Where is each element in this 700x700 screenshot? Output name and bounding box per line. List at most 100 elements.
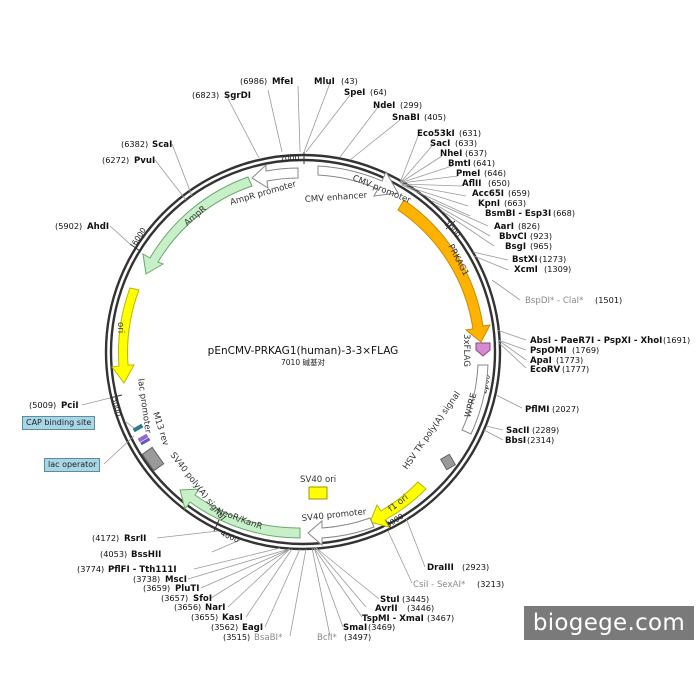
hsv-tk-polya-signal [439, 453, 457, 471]
site-pflmi-name: PflMI [525, 405, 549, 415]
leader-line [491, 279, 521, 301]
leader-line [497, 339, 527, 351]
site-bsgi-name: BsgI [505, 242, 526, 252]
feature-label-3xflag: 3xFLAG [461, 334, 471, 367]
site-bspdi-name: BspDI* - ClaI* [525, 296, 584, 306]
site-absi-name: AbsI - PaeR7I - PspXI - XhoI [530, 336, 662, 346]
plasmid-title: pEnCMV-PRKAG1(human)-3-3×FLAG [208, 345, 399, 357]
site-bcli-name: BclI* [317, 633, 338, 643]
site-scai-pos: (6382) [121, 139, 148, 149]
site-spei-name: SpeI [344, 88, 365, 98]
leader-line [405, 517, 426, 568]
site-kasi-pos: (3655) [191, 612, 218, 622]
site-avrii-name: AvrII [375, 604, 398, 614]
leader-line [497, 339, 527, 361]
site-mlui-name: MluI [314, 77, 335, 87]
leader-line [349, 119, 401, 161]
site-bsmbi-pos: (668) [553, 208, 575, 218]
leader-line [305, 94, 351, 153]
site-stui-name: StuI [380, 595, 400, 605]
site-pvui-pos: (6272) [102, 155, 129, 165]
tick-mark [109, 394, 123, 399]
site-bsabi-pos: (3515) [223, 632, 250, 642]
site-aflii-pos: (650) [488, 178, 510, 188]
leader-line [472, 251, 509, 261]
lac-operator-marker [137, 433, 149, 443]
site-tspmi-pos: (3467) [427, 613, 454, 623]
tick-label-7000: 7000 [280, 154, 299, 163]
leader-line [313, 547, 363, 618]
site-ndei-name: NdeI [373, 101, 395, 111]
site-pflfi-name: PflFI - Tth111I [108, 565, 177, 575]
site-pvui-name: PvuI [134, 156, 155, 166]
leader-line [399, 165, 453, 184]
tick-label-4000: 4000 [219, 529, 240, 545]
site-pspomi-pos: (1769) [572, 345, 599, 355]
site-bcli-pos: (3497) [344, 632, 371, 642]
leader-line [303, 82, 331, 153]
leader-line [210, 548, 291, 599]
cap-binding-site-callout: CAP binding site [22, 416, 96, 430]
site-bmti-pos: (641) [473, 158, 495, 168]
site-nhei-pos: (637) [465, 148, 487, 158]
leader-line [156, 530, 219, 539]
site-bspdi-pos: (1501) [595, 295, 622, 305]
site-bstxi-name: BstXI [512, 255, 538, 265]
tick-mark [445, 220, 456, 230]
lac-operator-callout: lac operator [44, 458, 101, 472]
site-draiii-pos: (2923) [462, 562, 489, 572]
leader-line [211, 539, 241, 553]
site-xcmi-name: XcmI [514, 265, 538, 275]
leader-line [495, 394, 523, 409]
site-pcii-pos: (5009) [29, 400, 56, 410]
site-aari-pos: (826) [518, 221, 540, 231]
site-nari-name: NarI [205, 603, 225, 613]
tick-mark [384, 518, 392, 530]
site-mfei-pos: (6986) [240, 76, 267, 86]
site-aflii-name: AflII [462, 179, 481, 189]
leader-line [264, 548, 301, 628]
site-pflfi-pos: (3774) [77, 564, 104, 574]
sv40-ori-box [308, 486, 328, 500]
leader-line [399, 155, 443, 184]
wpre-arrow [461, 364, 489, 435]
site-scai-name: ScaI [152, 140, 172, 150]
site-smai-pos: (3469) [368, 622, 395, 632]
sv40-polya-signal [141, 446, 165, 472]
site-bsgi-pos: (965) [530, 241, 552, 251]
leader-line [297, 85, 301, 153]
site-snabi-name: SnaBI [392, 113, 420, 123]
leader-line [483, 429, 504, 441]
site-msci-name: MscI [165, 575, 187, 585]
ampr-promoter-arrow [251, 163, 299, 189]
site-xcmi-pos: (1309) [544, 264, 571, 274]
site-pflmi-pos: (2027) [552, 404, 579, 414]
backbone-outer-ring [104, 153, 502, 551]
leader-line [435, 204, 491, 237]
leader-line [400, 175, 459, 184]
site-sgrdi-pos: (6823) [192, 90, 219, 100]
tick-label-5000: 5000 [110, 396, 123, 417]
leader-line [154, 159, 187, 201]
site-pmei-pos: (646) [484, 168, 506, 178]
3xflag-marker [475, 342, 491, 357]
site-csii-pos: (3213) [477, 579, 504, 589]
leader-line [109, 225, 131, 245]
site-bsshii-name: BssHII [131, 550, 161, 560]
site-eagi-pos: (3562) [211, 622, 238, 632]
leader-line [314, 546, 367, 608]
leader-line [399, 145, 433, 184]
site-acc65i-name: Acc65I [472, 189, 504, 199]
cap-binding-site-marker [132, 423, 144, 433]
site-csii-name: CsiI - SexAI* [413, 580, 466, 590]
m13-rev-marker [140, 437, 151, 446]
site-bsshii-pos: (4053) [100, 549, 127, 559]
leader-line [399, 135, 419, 184]
site-mlui-pos: (43) [341, 76, 358, 86]
leader-line [81, 397, 111, 406]
site-bsabi-name: BsaBI* [254, 633, 283, 643]
feature-label-cmv-enhancer: CMV enhancer [305, 191, 368, 205]
site-eco53ki-pos: (631) [459, 128, 481, 138]
neor-kanr-arrow [179, 488, 301, 539]
leader-line [400, 183, 467, 197]
